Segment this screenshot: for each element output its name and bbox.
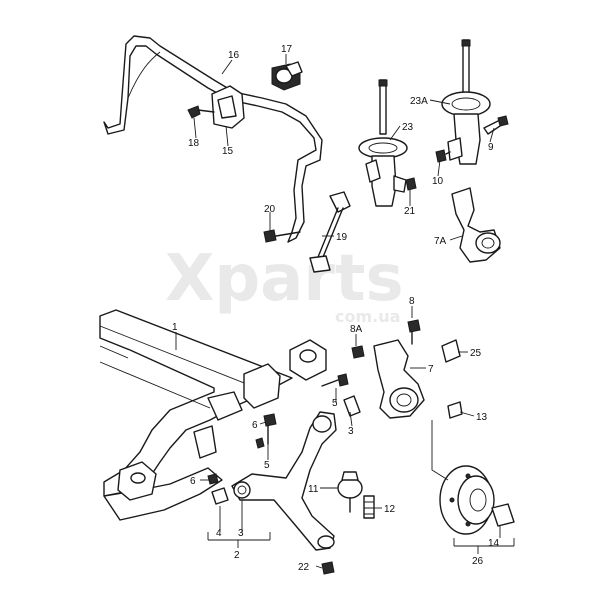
wishbone [211,395,361,575]
callout-8: 8 [409,296,415,307]
callout-12: 12 [384,504,396,515]
rubber-bush [271,61,303,91]
watermark-main: Xparts [165,242,404,316]
callout-4: 4 [216,528,222,539]
callout-6-lower: 6 [190,476,196,487]
ball-joint [337,471,375,519]
clamp-bracket [187,85,245,129]
callout-19: 19 [336,232,348,243]
callout-2: 2 [234,550,240,561]
callout-11: 11 [308,484,319,495]
callout-15: 15 [222,146,234,157]
callout-21: 21 [404,206,416,217]
leader-lines [175,54,515,569]
subframe [99,309,327,521]
bolts [207,373,349,485]
callout-20: 20 [264,204,276,215]
callout-22: 22 [298,562,310,573]
stabiliser-bar [103,35,323,243]
callout-7a: 7A [434,236,447,247]
knuckle-7a [451,187,501,263]
callout-18: 18 [188,138,200,149]
callout-25: 25 [470,348,482,359]
callout-6-upper: 6 [252,420,258,431]
callout-14: 14 [488,538,500,549]
callout-7: 7 [428,364,434,375]
callout-10: 10 [432,176,444,187]
callout-labels: 16 17 18 15 23 23A 9 10 21 20 19 7A 1 8 … [172,44,500,573]
callout-17: 17 [281,44,293,55]
coupling-rod [263,191,351,273]
callout-9: 9 [488,142,494,153]
callout-23: 23 [402,122,414,133]
callout-5-lower: 5 [264,460,270,471]
callout-13: 13 [476,412,488,423]
strut-23a [435,39,509,165]
knuckle-7 [351,319,463,419]
wheel-hub [439,465,515,535]
callout-5-upper: 5 [332,398,338,409]
callout-8a: 8A [350,324,363,335]
callout-26: 26 [472,556,484,567]
callout-3-upper: 3 [348,426,354,437]
callout-1: 1 [172,322,178,333]
callout-23a: 23A [410,96,428,107]
callout-16: 16 [228,50,240,61]
callout-3-lower: 3 [238,528,244,539]
watermark-sub: com.ua [335,307,400,326]
strut-23 [358,79,417,207]
